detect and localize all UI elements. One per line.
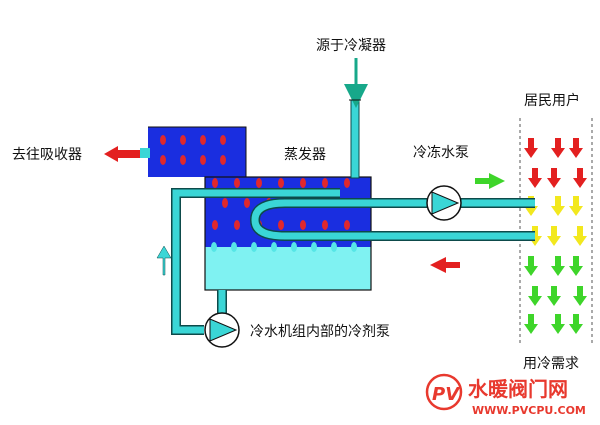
demand-arrow — [547, 286, 561, 306]
demand-arrow — [528, 168, 542, 188]
watermark-logo-letters: PV — [432, 384, 461, 405]
refrigerant-droplet — [256, 178, 262, 188]
demand-arrow — [573, 226, 587, 246]
demand-arrow — [524, 256, 538, 276]
refrigerant-droplet — [180, 155, 186, 165]
demand-arrow — [573, 168, 587, 188]
label-refrigerant-pump: 冷水机组内部的冷剂泵 — [250, 324, 390, 340]
demand-arrow — [528, 286, 542, 306]
refrigerant-up-arrow — [156, 245, 172, 276]
refrigerant-droplet — [322, 178, 328, 188]
demand-arrow — [524, 138, 538, 158]
refrigerant-bubble — [291, 242, 297, 252]
label-residential-users: 居民用户 — [524, 92, 580, 109]
refrigerant-droplet — [244, 198, 250, 208]
refrigerant-droplet — [200, 155, 206, 165]
refrigerant-droplet — [220, 135, 226, 145]
refrigerant-droplet — [234, 178, 240, 188]
demand-arrow — [551, 256, 565, 276]
refrigerant-droplet — [200, 135, 206, 145]
label-cooling-demand: 用冷需求 — [523, 356, 579, 372]
refrigerant-droplet — [278, 178, 284, 188]
refrigerant-bubble — [251, 242, 257, 252]
demand-arrow — [524, 314, 538, 334]
refrigerant-droplet — [212, 178, 218, 188]
refrigerant-droplet — [278, 220, 284, 230]
demand-arrow — [573, 286, 587, 306]
label-to-absorber: 去往吸收器 — [12, 147, 82, 163]
watermark-logo: PV 水暖阀门网 WWW.PVCPU.COM — [425, 373, 586, 417]
demand-arrow — [551, 138, 565, 158]
label-from-condenser: 源于冷凝器 — [316, 38, 386, 54]
watermark-brand: 水暖阀门网 — [468, 377, 568, 401]
refrigerant-droplet — [212, 220, 218, 230]
demand-arrow — [569, 314, 583, 334]
demand-arrow — [547, 226, 561, 246]
refrigerant-droplet — [160, 155, 166, 165]
demand-arrow — [551, 196, 565, 216]
return-flow-arrow — [430, 257, 460, 273]
refrigerant-droplet — [344, 178, 350, 188]
refrigerant-droplet — [234, 220, 240, 230]
demand-arrow — [569, 196, 583, 216]
refrigerant-droplet — [344, 220, 350, 230]
flow-arrows — [156, 173, 505, 276]
chilled-water-coil — [249, 198, 535, 241]
refrigerant-bubble — [311, 242, 317, 252]
refrigerant-bubble — [211, 242, 217, 252]
chilled-water-pump — [426, 185, 462, 221]
demand-arrow — [569, 138, 583, 158]
refrigerant-pump — [204, 312, 240, 348]
demand-arrow — [547, 168, 561, 188]
refrigerant-bubble — [231, 242, 237, 252]
refrigerant-droplet — [322, 220, 328, 230]
refrigerant-bubble — [351, 242, 357, 252]
condenser-feed-pipe — [344, 58, 368, 179]
refrigerant-droplet — [300, 178, 306, 188]
refrigerant-droplet — [160, 135, 166, 145]
refrigerant-droplet — [180, 135, 186, 145]
absorber-outlet — [104, 146, 150, 162]
demand-arrow — [551, 314, 565, 334]
refrigerant-droplet — [300, 220, 306, 230]
supply-flow-arrow — [475, 173, 505, 189]
refrigerant-bubble — [271, 242, 277, 252]
refrigerant-droplet — [220, 155, 226, 165]
demand-arrow — [569, 256, 583, 276]
watermark-url: WWW.PVCPU.COM — [472, 404, 586, 417]
refrigerant-droplet — [222, 198, 228, 208]
refrigerant-loop-pipe — [171, 188, 340, 335]
refrigerant-bubble — [331, 242, 337, 252]
label-evaporator: 蒸发器 — [284, 147, 326, 163]
label-chilled-water-pump: 冷冻水泵 — [413, 144, 469, 161]
